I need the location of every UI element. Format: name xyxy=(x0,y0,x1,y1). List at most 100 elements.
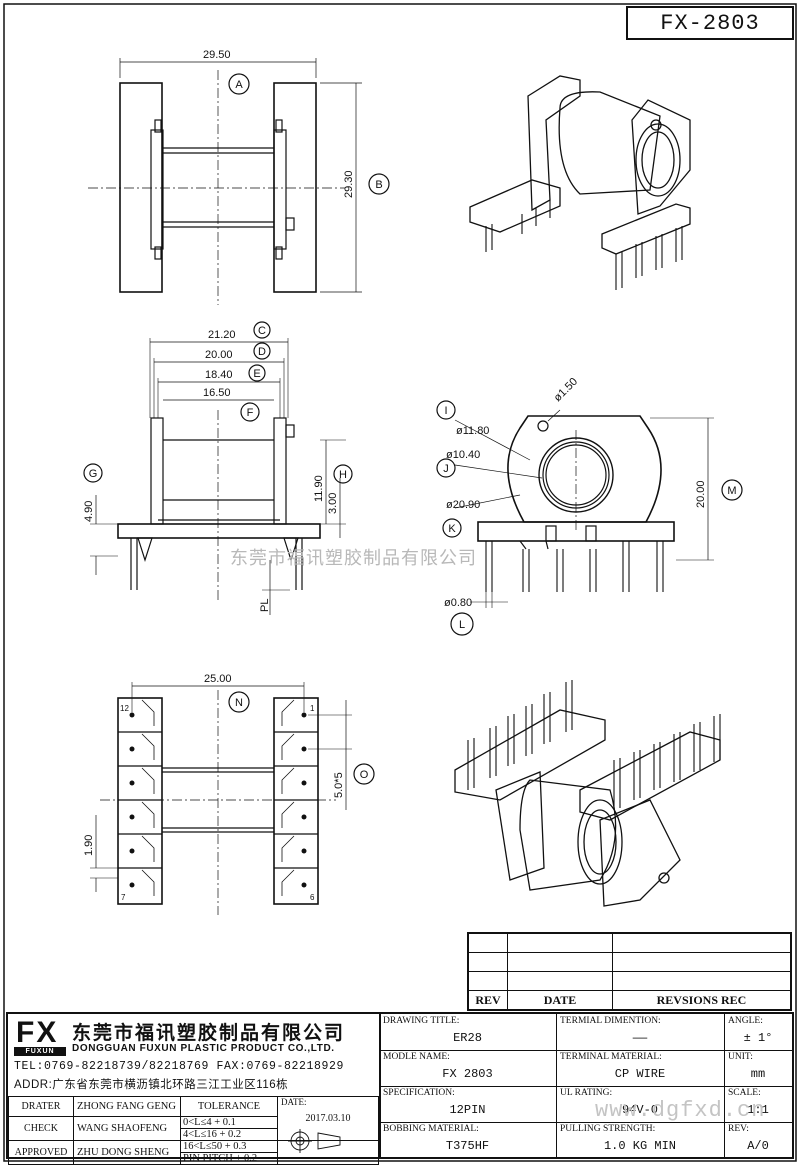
dim-b-value: 29.30 xyxy=(343,170,355,198)
ul-rating-label: UL RATING: xyxy=(560,1088,613,1098)
dim-k-value: ø20.90 xyxy=(446,499,480,511)
label-l: L xyxy=(459,619,465,631)
scale-label: SCALE: xyxy=(728,1088,761,1098)
terminal-material-label: TERMINAL MATERIAL: xyxy=(560,1052,662,1062)
pin-number-1: 1 xyxy=(310,704,315,713)
label-n: N xyxy=(235,697,243,709)
terminal-dimension-label: TERMIAL DIMENTION: xyxy=(560,1016,661,1026)
dim-h-a-value: 11.90 xyxy=(313,475,325,502)
ul-rating-cell: UL RATING: 94V-0 xyxy=(556,1086,724,1122)
scale-cell: SCALE: 1:1 xyxy=(724,1086,792,1122)
dim-h-b-value: 3.00 xyxy=(327,493,339,514)
dim-l-value: ø0.80 xyxy=(444,597,472,609)
dim-e-value: 18.40 xyxy=(205,369,233,381)
dim-pin-hole-value: ø1.50 xyxy=(552,376,580,404)
model-name-value: FX 2803 xyxy=(442,1067,493,1081)
specification-value: 12PIN xyxy=(449,1103,486,1117)
revision-cell: REV: A/0 xyxy=(724,1122,792,1159)
tolerance-row-1: 0<L≤4 + 0.1 xyxy=(181,1117,277,1129)
specification-label: SPECIFICATION: xyxy=(383,1088,455,1098)
tolerance-title: TOLERANCE xyxy=(180,1096,278,1117)
scale-value: 1:1 xyxy=(747,1103,769,1117)
bobbin-material-label: BOBBING MATERIAL: xyxy=(383,1124,479,1134)
bottom-view xyxy=(90,682,375,915)
dim-j-value: ø10.40 xyxy=(446,449,480,461)
model-name-label: MODLE NAME: xyxy=(383,1052,450,1062)
terminal-material-value: CP WIRE xyxy=(614,1067,666,1081)
side-view xyxy=(436,400,743,636)
label-g: G xyxy=(89,468,98,480)
tolerance-row-3: 16<L≤50 + 0.3 xyxy=(181,1141,277,1153)
unit-value: mm xyxy=(750,1067,766,1081)
label-k: K xyxy=(448,523,456,535)
dim-pitch-small-value: 1.90 xyxy=(83,835,95,856)
label-a: A xyxy=(235,79,243,91)
pin-number-7: 7 xyxy=(121,893,126,902)
label-o: O xyxy=(360,769,369,781)
rev-header: REV xyxy=(467,990,508,1011)
bobbin-material-value: T375HF xyxy=(445,1139,490,1153)
company-panel: FX FUXUN 东莞市福讯塑胶制品有限公司 DONGGUAN FUXUN PL… xyxy=(8,1014,381,1165)
tolerance-row-2: 4<L≤16 + 0.2 xyxy=(183,1129,242,1140)
dim-m-value: 20.00 xyxy=(695,480,707,508)
approved-label: APPROVED xyxy=(8,1140,74,1165)
angle-label: ANGLE: xyxy=(728,1016,763,1026)
dim-g-value: 4.90 xyxy=(83,501,95,522)
dim-d-value: 20.00 xyxy=(205,349,233,361)
unit-cell: UNIT: mm xyxy=(724,1050,792,1086)
label-m: M xyxy=(727,485,736,497)
front-view xyxy=(83,321,353,615)
label-h: H xyxy=(339,469,347,481)
dim-o-value: 5.0*5 xyxy=(333,772,345,798)
check-value: WANG SHAOFENG xyxy=(73,1116,181,1141)
label-e: E xyxy=(253,368,260,380)
company-logo-sub: FUXUN xyxy=(14,1047,66,1056)
dim-pl-value: PL xyxy=(259,599,271,612)
dim-a-value: 29.50 xyxy=(203,49,231,61)
approved-value: ZHU DONG SHENG xyxy=(73,1140,181,1165)
label-f: F xyxy=(247,407,254,419)
pin-number-12: 12 xyxy=(120,704,129,713)
drater-label: DRATER xyxy=(8,1096,74,1117)
dim-n-value: 25.00 xyxy=(204,673,232,685)
company-logo: FX xyxy=(16,1016,59,1049)
pin-number-6: 6 xyxy=(310,893,315,902)
pulling-strength-label: PULLING STRENGTH: xyxy=(560,1124,656,1134)
angle-cell: ANGLE: ± 1° xyxy=(724,1014,792,1050)
company-tel: TEL:0769-82218739/82218769 FAX:0769-8221… xyxy=(14,1060,345,1073)
ul-rating-value: 94V-0 xyxy=(621,1103,658,1117)
watermark-url: www.dgfxd.cn xyxy=(595,1098,766,1123)
tolerance-row-4: PIN PITCH + 0.2 xyxy=(183,1153,258,1164)
revisions-header: REVSIONS REC xyxy=(612,990,792,1011)
dim-i-value: ø11.80 xyxy=(456,425,489,437)
label-i: I xyxy=(444,405,447,417)
model-number-box: FX-2803 xyxy=(626,6,794,40)
label-c: C xyxy=(258,325,266,337)
revision-value: A/0 xyxy=(747,1139,769,1153)
dim-f-value: 16.50 xyxy=(203,387,231,399)
revision-label: REV: xyxy=(728,1124,749,1134)
company-name-en: DONGGUAN FUXUN PLASTIC PRODUCT CO.,LTD. xyxy=(72,1043,335,1054)
company-address: ADDR:广东省东莞市横沥镇北环路三江工业区116栋 xyxy=(14,1079,289,1091)
top-view xyxy=(88,58,390,305)
signature-table: DRATER ZHONG FANG GENG TOLERANCE DATE: 2… xyxy=(8,1096,379,1165)
date-header: DATE xyxy=(507,990,613,1011)
unit-label: UNIT: xyxy=(728,1052,753,1062)
terminal-material-cell: TERMINAL MATERIAL: CP WIRE xyxy=(556,1050,724,1086)
terminal-dimension-cell: TERMIAL DIMENTION: —— xyxy=(556,1014,724,1050)
drater-value: ZHONG FANG GENG xyxy=(73,1096,181,1117)
isometric-view-bottom xyxy=(454,680,721,907)
pulling-strength-cell: PULLING STRENGTH: 1.0 KG MIN xyxy=(556,1122,724,1159)
watermark-company: 东莞市福讯塑胶制品有限公司 xyxy=(230,548,477,568)
drawing-title-value: ER28 xyxy=(453,1031,482,1045)
label-j: J xyxy=(443,463,449,475)
company-name-cn: 东莞市福讯塑胶制品有限公司 xyxy=(72,1023,346,1044)
model-name-cell: MODLE NAME: FX 2803 xyxy=(379,1050,556,1086)
date-label: DATE: xyxy=(281,1097,307,1107)
check-label: CHECK xyxy=(8,1116,74,1141)
bobbin-material-cell: BOBBING MATERIAL: T375HF xyxy=(379,1122,556,1159)
angle-value: ± 1° xyxy=(743,1031,773,1045)
revision-table: REV DATE REVSIONS REC xyxy=(467,932,792,1011)
terminal-dimension-value: —— xyxy=(632,1031,648,1045)
